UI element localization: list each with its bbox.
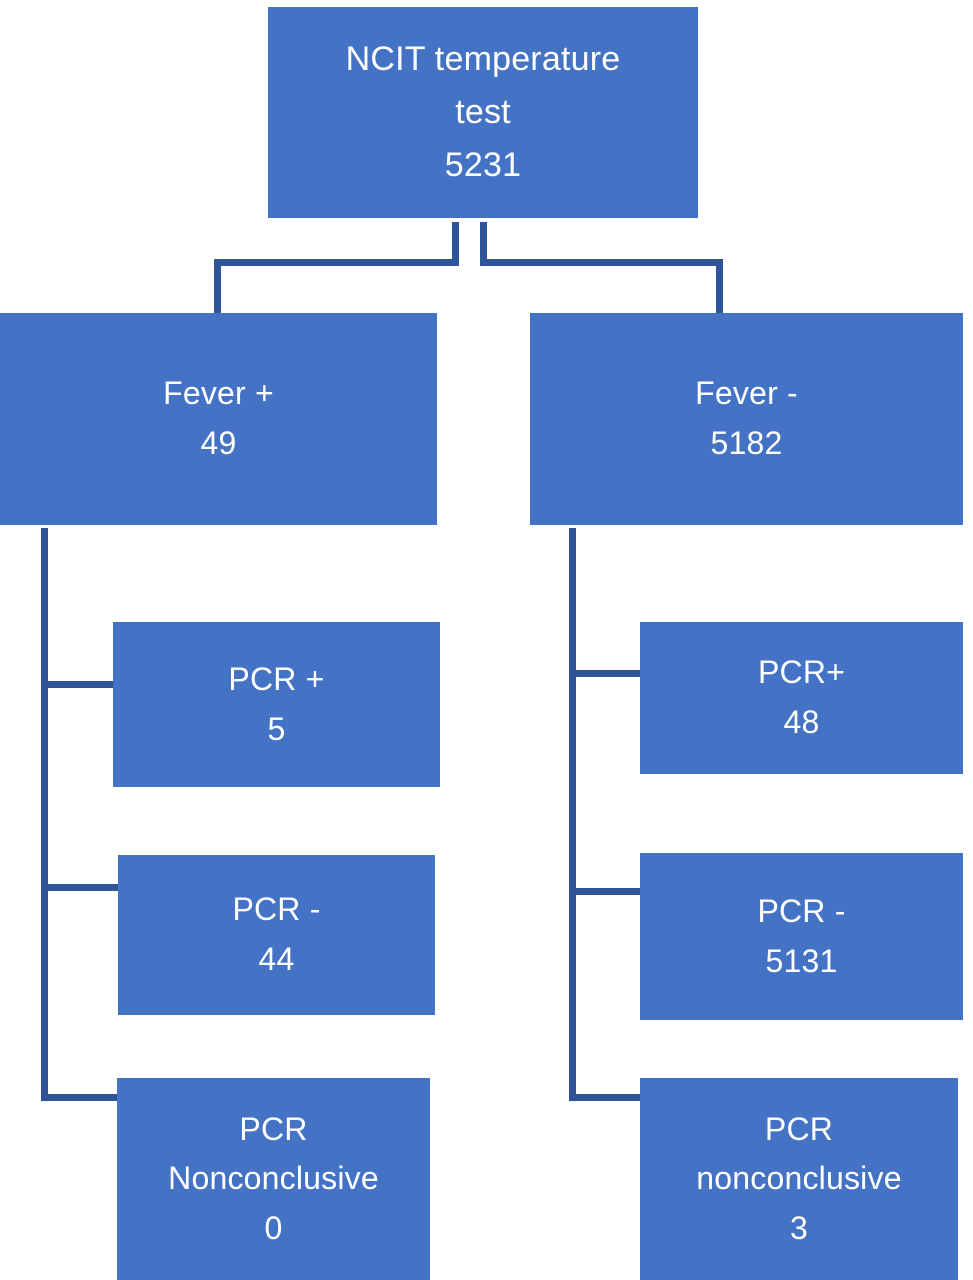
node-left-pcr-negative-label: PCR -	[232, 891, 321, 928]
node-right-pcr-positive-count: 48	[783, 704, 820, 740]
node-right-pcr-negative-count: 5131	[765, 942, 838, 979]
connector-fever-negative-spine	[569, 528, 576, 1101]
node-fever-negative-count: 5182	[710, 425, 783, 461]
node-right-pcr-positive[interactable]: PCR+ 48	[640, 622, 963, 774]
node-root-label-line1: NCIT temperature	[345, 40, 621, 79]
node-left-pcr-nonconclusive-label: PCR	[239, 1110, 308, 1147]
connector-root-to-fever-negative-stem	[480, 222, 487, 266]
node-fever-negative-label: Fever -	[695, 375, 798, 412]
node-right-pcr-nonconclusive-count: 3	[790, 1209, 808, 1246]
node-fever-positive-label: Fever +	[163, 375, 274, 412]
connector-fever-negative-to-pcr-nonconclusive	[569, 1094, 642, 1101]
node-fever-negative[interactable]: Fever - 5182	[530, 313, 963, 525]
connector-root-to-fever-negative-drop	[716, 259, 723, 317]
node-ncit-temperature-test[interactable]: NCIT temperature test 5231	[268, 7, 698, 218]
node-left-pcr-positive-label: PCR +	[228, 660, 325, 697]
node-right-pcr-positive-label: PCR+	[757, 654, 846, 691]
connector-fever-positive-to-pcr-nonconclusive	[41, 1094, 118, 1101]
connector-root-to-fever-negative-horizontal	[480, 259, 723, 266]
connector-root-to-fever-positive-horizontal	[214, 259, 459, 266]
node-fever-positive[interactable]: Fever + 49	[0, 313, 437, 525]
node-right-pcr-negative[interactable]: PCR - 5131	[640, 853, 963, 1020]
connector-fever-negative-to-pcr-negative	[569, 888, 642, 895]
connector-root-to-fever-positive-stem	[452, 222, 459, 266]
connector-fever-positive-spine	[41, 528, 48, 1101]
node-left-pcr-positive-count: 5	[267, 710, 286, 747]
node-fever-positive-count: 49	[200, 425, 237, 461]
node-right-pcr-nonconclusive-label2: nonconclusive	[696, 1160, 902, 1197]
connector-root-to-fever-positive-drop	[214, 259, 221, 317]
node-left-pcr-nonconclusive-count: 0	[264, 1209, 283, 1246]
node-right-pcr-negative-label: PCR -	[757, 892, 846, 929]
node-left-pcr-negative-count: 44	[258, 941, 295, 977]
connector-fever-negative-to-pcr-positive	[569, 670, 642, 677]
node-right-pcr-nonconclusive-label: PCR	[764, 1110, 834, 1147]
node-right-pcr-nonconclusive[interactable]: PCR nonconclusive 3	[640, 1078, 958, 1280]
node-left-pcr-positive[interactable]: PCR + 5	[113, 622, 440, 787]
node-root-count: 5231	[444, 145, 522, 184]
node-left-pcr-nonconclusive-label2: Nonconclusive	[168, 1160, 379, 1197]
node-left-pcr-negative[interactable]: PCR - 44	[118, 855, 435, 1015]
connector-fever-positive-to-pcr-positive	[41, 681, 114, 688]
node-left-pcr-nonconclusive[interactable]: PCR Nonconclusive 0	[117, 1078, 430, 1280]
connector-fever-positive-to-pcr-negative	[41, 884, 119, 891]
node-root-label-line2: test	[455, 93, 511, 132]
